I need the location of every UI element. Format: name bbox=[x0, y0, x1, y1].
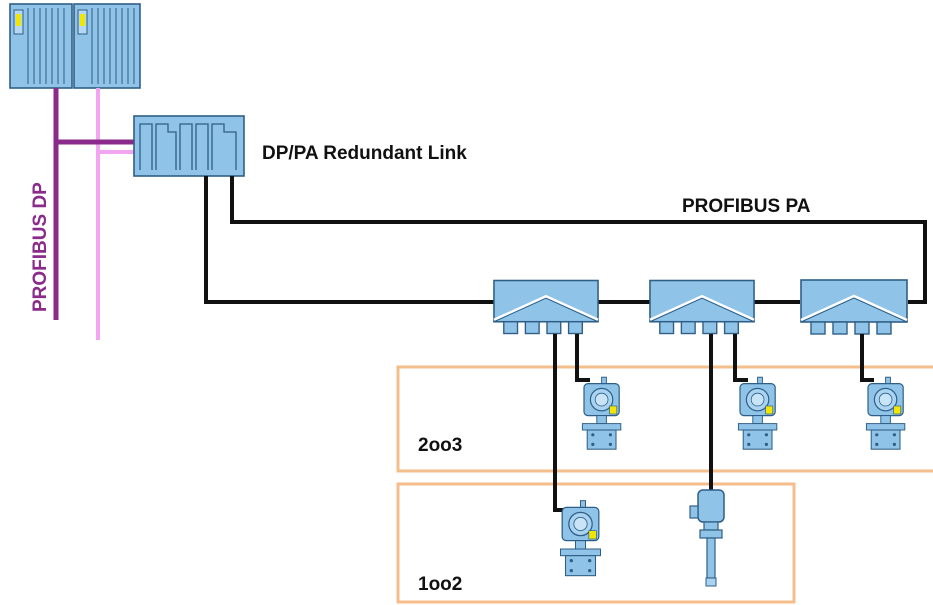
pressure-transmitter-icon bbox=[737, 376, 778, 450]
profibus-dp-label: PROFIBUS DP bbox=[30, 182, 51, 312]
level-sensor-icon bbox=[689, 489, 725, 587]
profibus-pa-label: PROFIBUS PA bbox=[682, 196, 811, 217]
pressure-transmitter-icon bbox=[559, 499, 602, 577]
field-distributor-icon bbox=[799, 278, 909, 336]
field-distributor-icon bbox=[492, 279, 600, 335]
pressure-transmitter-icon bbox=[581, 376, 622, 450]
profibus-pa-bus bbox=[204, 176, 927, 304]
group-1oo2-label: 1oo2 bbox=[418, 574, 462, 595]
link-label: DP/PA Redundant Link bbox=[262, 143, 467, 164]
pressure-transmitter-icon bbox=[865, 376, 906, 450]
field-distributor-icon bbox=[648, 279, 756, 335]
plc-rack-icon bbox=[9, 3, 141, 89]
group-1oo2-box bbox=[396, 482, 796, 604]
group-2oo3-box bbox=[396, 365, 933, 473]
group-2oo3-label: 2oo3 bbox=[418, 435, 462, 456]
redundant-link-icon bbox=[133, 115, 245, 177]
profibus-dp-bus bbox=[53, 88, 135, 340]
